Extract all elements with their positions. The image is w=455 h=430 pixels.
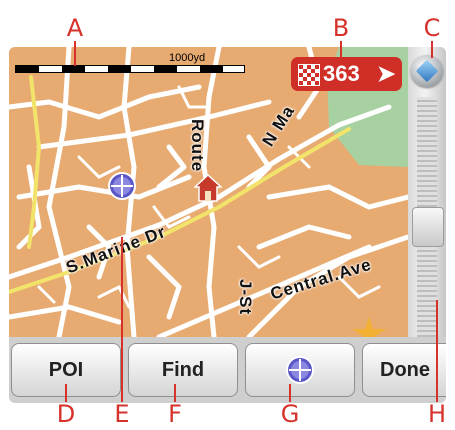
street-label-j-st: J-St bbox=[236, 279, 255, 316]
cursor-options-button[interactable] bbox=[245, 343, 355, 397]
done-button-label: Done bbox=[380, 358, 430, 381]
callout-f: F bbox=[168, 400, 182, 428]
callout-b: B bbox=[332, 14, 350, 42]
compass-button[interactable] bbox=[411, 55, 443, 87]
callout-a: A bbox=[66, 14, 84, 42]
find-button-label: Find bbox=[161, 358, 205, 381]
cursor-position-icon bbox=[286, 356, 314, 384]
poi-button[interactable]: POI bbox=[11, 343, 121, 397]
street-label-route: Route bbox=[188, 119, 207, 173]
arrow-right-icon: ➤ bbox=[377, 61, 396, 86]
navigation-device-screen: 1000yd S.Marine Dr Route N Ma Central.Av… bbox=[9, 47, 446, 403]
route-distance-badge[interactable]: 363 ➤ bbox=[291, 57, 402, 91]
callout-h: H bbox=[427, 400, 447, 428]
cursor-position-icon[interactable] bbox=[107, 171, 137, 201]
compass-icon bbox=[415, 59, 439, 83]
done-button[interactable]: Done bbox=[362, 343, 446, 397]
zoom-slider-handle[interactable] bbox=[412, 207, 444, 247]
find-button[interactable]: Find bbox=[128, 343, 238, 397]
map-scale-label: 1000yd bbox=[169, 52, 206, 64]
route-distance-value: 363 bbox=[323, 61, 360, 86]
checkered-flag-icon bbox=[298, 64, 320, 86]
callout-c: C bbox=[423, 14, 441, 42]
callout-e: E bbox=[114, 400, 130, 428]
map-view[interactable]: 1000yd S.Marine Dr Route N Ma Central.Av… bbox=[9, 47, 408, 337]
poi-button-label: POI bbox=[48, 358, 84, 381]
callout-d: D bbox=[56, 400, 76, 428]
map-scale-bar bbox=[15, 65, 245, 73]
home-icon[interactable] bbox=[194, 173, 222, 203]
callout-g: G bbox=[280, 400, 300, 428]
